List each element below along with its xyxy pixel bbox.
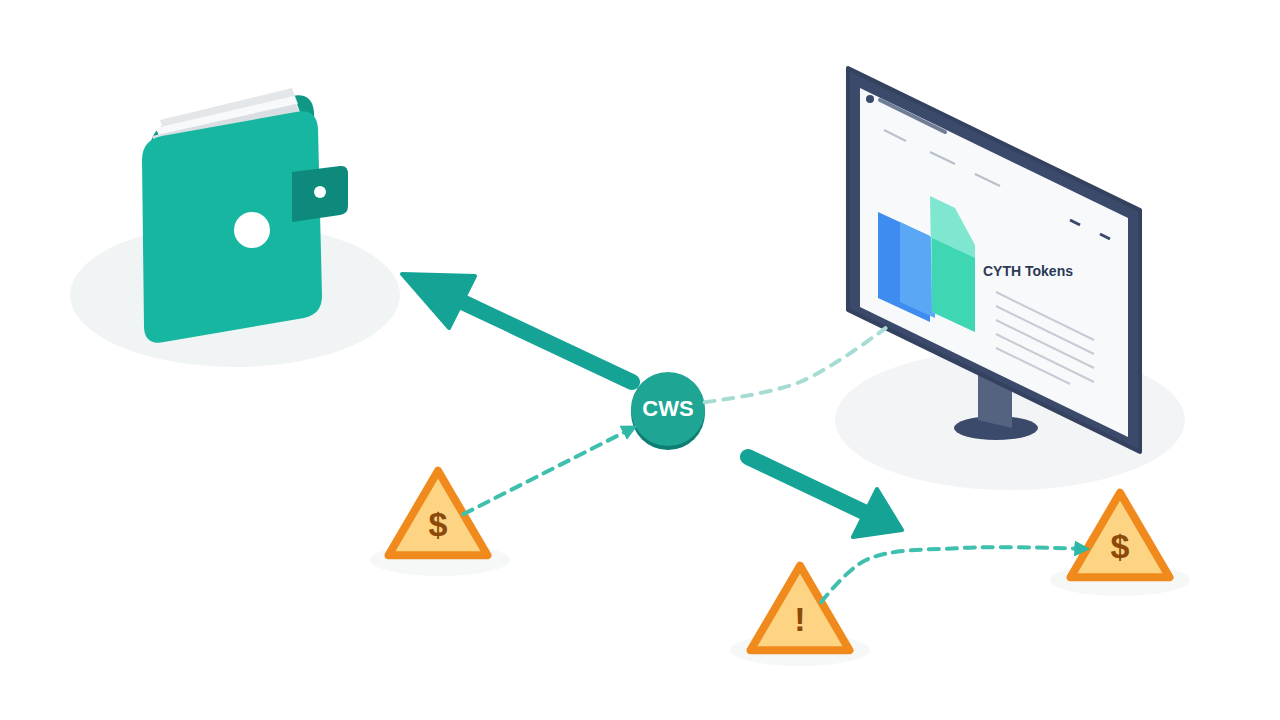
screen-body-text — [996, 348, 1070, 384]
stand-base — [954, 416, 1038, 440]
screen-chart-bar — [930, 196, 975, 332]
screen-nav-item — [1070, 220, 1080, 225]
monitor-screen: CYTH Tokens — [845, 65, 1143, 455]
screen-nav-item — [975, 174, 1000, 186]
wallet-back — [150, 95, 318, 334]
screen-nav-item — [884, 130, 906, 141]
token-coin: CWS — [628, 370, 708, 450]
screen-body-text — [996, 334, 1094, 382]
warning-symbol: ! — [794, 601, 805, 638]
warning-triangle: ! — [745, 560, 855, 656]
warning-triangle: $ — [383, 465, 493, 561]
wallet-icon — [142, 88, 348, 343]
flow-arrow — [748, 457, 902, 537]
warning-outline — [1071, 493, 1170, 577]
wallet-clasp — [292, 166, 348, 222]
screen-heading: CYTH Tokens — [983, 264, 1073, 279]
screen-header-text — [880, 100, 945, 132]
arrow-head — [853, 489, 902, 537]
wallet-shadow — [70, 223, 400, 367]
screen-body-text — [996, 306, 1094, 354]
warning-outline — [751, 566, 850, 650]
monitor-screen-area — [860, 88, 1128, 437]
screen-body-text — [996, 320, 1094, 368]
monitor-frame — [848, 68, 1140, 452]
warning-outline — [389, 471, 488, 555]
warning-triangle: $ — [1065, 487, 1175, 583]
wallet-pages — [152, 104, 302, 152]
screen-body-text — [996, 292, 1094, 340]
coin-face — [631, 372, 705, 446]
arrow-shaft — [748, 457, 866, 513]
screen-nav-item — [1100, 234, 1110, 239]
clasp-button — [314, 186, 326, 198]
arrow-head — [402, 274, 475, 328]
warning-symbol: $ — [429, 506, 448, 543]
wallet-emblem — [234, 212, 270, 248]
wallet-front — [142, 111, 322, 342]
screen-logo — [866, 95, 874, 103]
warning-symbol: $ — [1111, 528, 1130, 565]
screen-chart-bar — [900, 222, 935, 318]
arrow-shaft — [458, 300, 632, 382]
token-symbol: CWS — [642, 397, 693, 421]
screen-chart-bar — [932, 238, 975, 332]
wallet-pages — [160, 88, 298, 138]
wallet-pages — [156, 96, 300, 146]
screen-nav-item — [930, 152, 955, 164]
flow-arrow — [402, 274, 632, 382]
dashed-connector — [705, 328, 886, 402]
dashed-connector — [463, 427, 634, 514]
screen-chart-bar — [878, 212, 930, 322]
dashed-connector — [821, 547, 1087, 602]
monitor-screen-outline — [845, 65, 1143, 455]
